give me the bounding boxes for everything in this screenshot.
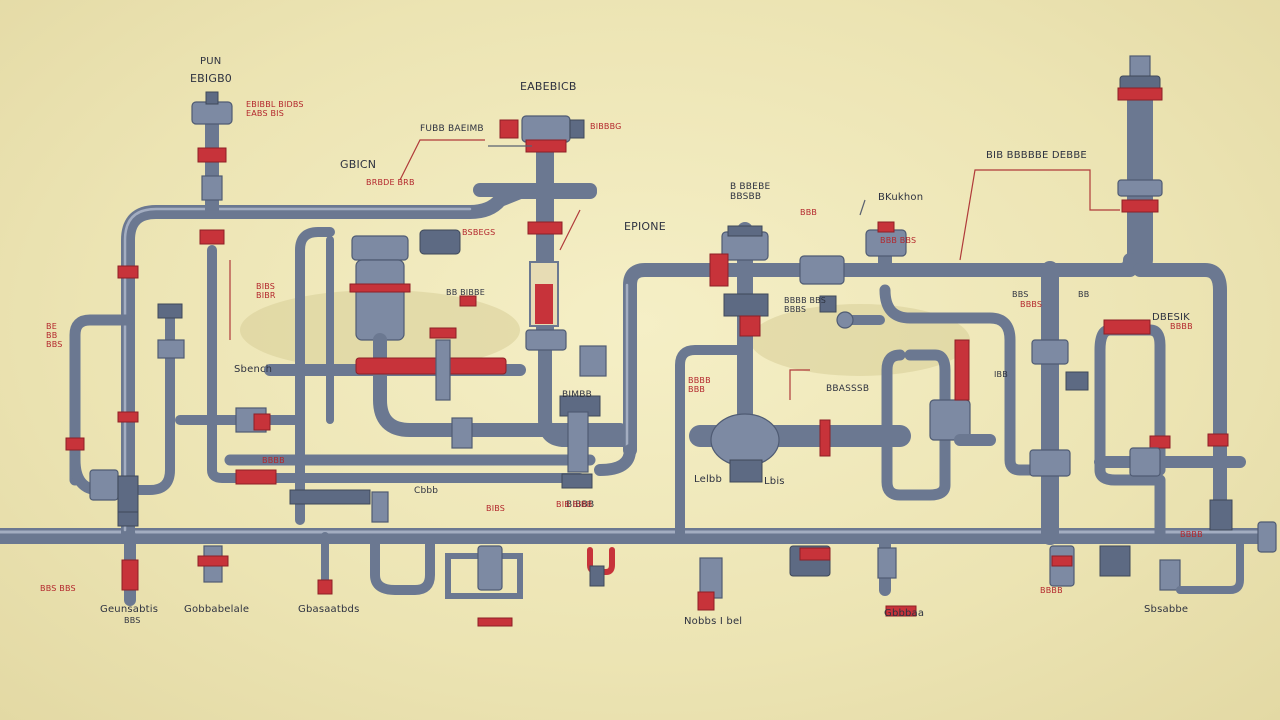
center-column xyxy=(473,115,637,489)
label-epione: EPIONE xyxy=(624,220,666,233)
label-mid-tag-b: BB BIBBE xyxy=(446,288,485,297)
label-ddecle: B BBEBE BBSBB xyxy=(730,182,771,202)
left-vertical-stack xyxy=(65,91,233,527)
right-center-loop xyxy=(836,221,1071,501)
center-right-section xyxy=(594,222,1137,541)
label-gbicn-red: BRBDE BRB xyxy=(366,178,415,187)
leader-lines xyxy=(229,139,1120,400)
bottom-drops xyxy=(121,530,1244,627)
label-sbench: Sbench xyxy=(234,364,273,375)
label-bbasss: BBASSSB xyxy=(826,384,870,394)
label-ebigb: EBIGB0 xyxy=(190,72,233,85)
label-bottom-3: Gbasaatbds xyxy=(298,604,360,615)
label-bottom-1: Geunsabtis xyxy=(100,604,159,615)
label-ibb: IBB xyxy=(994,370,1008,379)
label-dresk: DBESIK xyxy=(1152,312,1190,323)
label-bottom-mid-red-b: BIBS xyxy=(486,504,506,513)
label-mid-bottom-b: BIBBB xyxy=(566,500,595,510)
label-eabebicb: EABEBICB xyxy=(520,80,577,93)
label-eig-ssb: BIB BBBBBE DEBBE xyxy=(986,150,1087,161)
main-header-pipe xyxy=(0,521,1277,553)
label-lbis: Lbis xyxy=(764,476,785,487)
label-left-red-b: BE BB BBS xyxy=(46,322,63,349)
label-fubb: FUBB BAEIMB xyxy=(420,124,484,134)
label-mid-red-c: BBBB xyxy=(262,456,285,465)
label-mid-bottom-a: BIMBB xyxy=(562,390,592,400)
label-right-mid-a: BBBB BBS BBBS xyxy=(784,296,827,314)
label-ddecle-red: BBB xyxy=(800,208,818,217)
label-top-center-red: BIBBBG xyxy=(590,122,622,131)
label-cbbb: Cbbb xyxy=(414,486,439,496)
label-right-bottom-red: BBBS xyxy=(1020,300,1043,309)
label-bkukhon: BKukhon xyxy=(878,192,924,203)
label-bottom-right-red: BBBB xyxy=(1180,530,1203,539)
label-bkukhon-red: BBB BBS xyxy=(880,236,917,245)
label-left-red-a: BIBS BIBR xyxy=(256,282,276,300)
left-loop xyxy=(69,103,597,543)
label-bottom-5: Gbbbaa xyxy=(884,608,925,619)
label-gbicn: GBICN xyxy=(340,158,377,171)
center-left-equipment xyxy=(235,227,627,525)
label-lb-a: BBS xyxy=(1012,290,1029,299)
label-bottom-mid-red-c: BBBB xyxy=(1040,586,1063,595)
label-bottom-left-red: BBS BBS xyxy=(40,584,76,593)
label-bottom-2: Gobbabelale xyxy=(184,604,250,615)
label-bottom-4: Nobbs I bel xyxy=(684,616,743,627)
label-right-mid-b: BBBB BBB xyxy=(688,376,711,394)
label-bottom-1-sub: BBS xyxy=(124,616,141,625)
header-end-cap xyxy=(1257,521,1277,553)
label-leibb: Lelbb xyxy=(694,474,723,485)
label-top-left-tag: EBIBBL BIDBS EABS BIS xyxy=(246,100,304,118)
label-dresk-red: BBBB xyxy=(1170,322,1193,331)
label-lb-b: BB xyxy=(1078,290,1090,299)
label-bottom-6: Sbsabbe xyxy=(1144,604,1189,615)
label-bottom-mid-red-a: BIB BIBB xyxy=(556,500,593,509)
right-column xyxy=(1029,55,1246,545)
label-mid-tag-a: BSBEGS xyxy=(462,228,496,237)
label-pun: PUN xyxy=(200,56,222,67)
